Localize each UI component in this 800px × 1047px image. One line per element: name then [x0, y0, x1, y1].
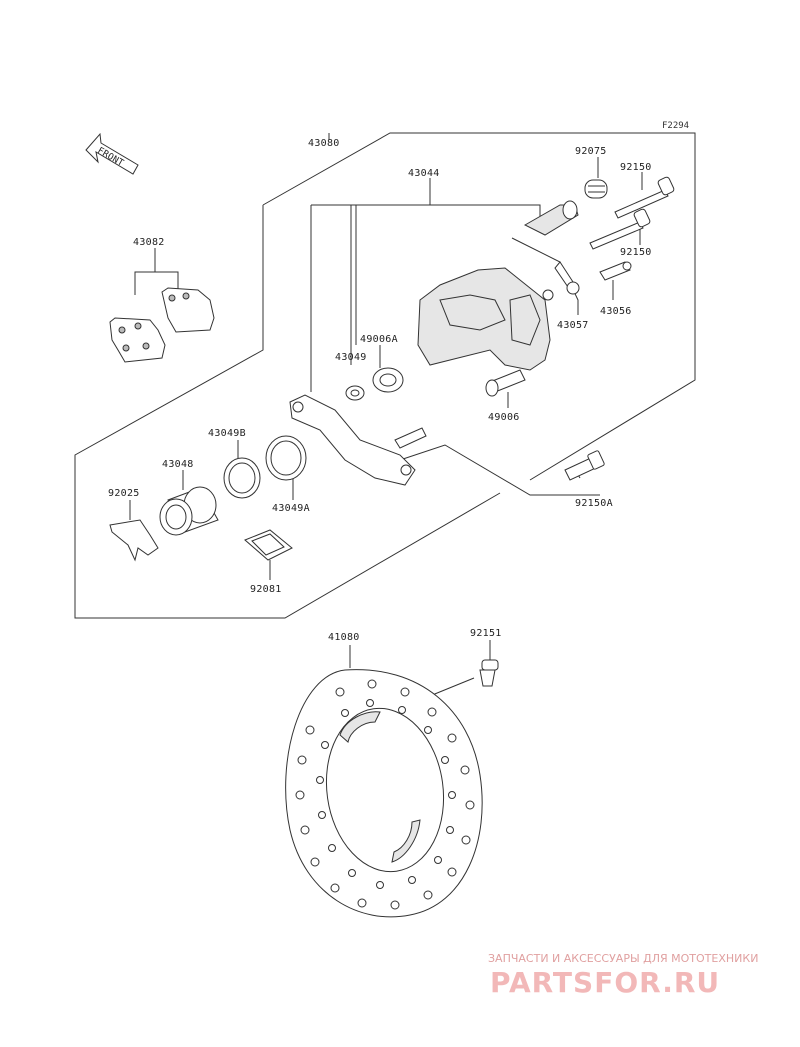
watermark: ЗАПЧАСТИ И АКСЕССУАРЫ ДЛЯ МОТОТЕХНИКИ PA…	[488, 952, 758, 999]
watermark-tagline: ЗАПЧАСТИ И АКСЕССУАРЫ ДЛЯ МОТОТЕХНИКИ	[488, 952, 758, 965]
caliper-pin	[523, 200, 579, 236]
front-arrow-icon: FRONT	[85, 132, 139, 175]
label-92150A: 92150A	[575, 498, 613, 509]
label-92081: 92081	[250, 584, 282, 595]
disc-holes	[295, 679, 475, 910]
part-labels: 43080 43044 92075 92150 92150 43082 4305…	[108, 138, 652, 643]
label-92150-a: 92150	[620, 162, 652, 173]
leader-lines	[129, 133, 643, 701]
clip-92081	[244, 529, 293, 561]
label-43049: 43049	[335, 352, 367, 363]
label-49006A: 49006A	[360, 334, 398, 345]
label-43080: 43080	[308, 138, 340, 149]
seal-43049A	[265, 435, 307, 481]
caliper-body	[417, 267, 551, 371]
label-43049B: 43049B	[208, 428, 246, 439]
bolt-92150A	[564, 450, 605, 481]
label-49006: 49006	[488, 412, 520, 423]
assembly-outline	[74, 132, 696, 619]
caliper-bracket	[289, 394, 427, 486]
seal-43049B	[223, 457, 261, 499]
label-43044: 43044	[408, 168, 440, 179]
boot-92075	[584, 179, 608, 199]
bolt-49006	[485, 369, 526, 397]
label-43056: 43056	[600, 306, 632, 317]
bleeder-cap	[542, 261, 580, 301]
watermark-brand: PARTSFOR.RU	[490, 966, 720, 999]
label-43048: 43048	[162, 459, 194, 470]
label-41080: 41080	[328, 632, 360, 643]
label-92150-b: 92150	[620, 247, 652, 258]
label-92151: 92151	[470, 628, 502, 639]
bleed-valve	[599, 261, 632, 281]
label-92025: 92025	[108, 488, 140, 499]
label-43082: 43082	[133, 237, 165, 248]
washer-43049	[345, 385, 365, 401]
seal-49006A	[372, 367, 404, 393]
brake-disc	[285, 669, 483, 918]
figure-ref: F2294	[662, 121, 689, 131]
label-43057: 43057	[557, 320, 589, 331]
disc-bolt-92151	[479, 659, 499, 687]
label-92075: 92075	[575, 146, 607, 157]
brake-pads	[109, 287, 215, 363]
piston-43048	[159, 486, 219, 536]
slide-pin-92150	[589, 176, 675, 250]
label-43049A: 43049A	[272, 503, 310, 514]
pad-spring-92025	[109, 519, 159, 562]
